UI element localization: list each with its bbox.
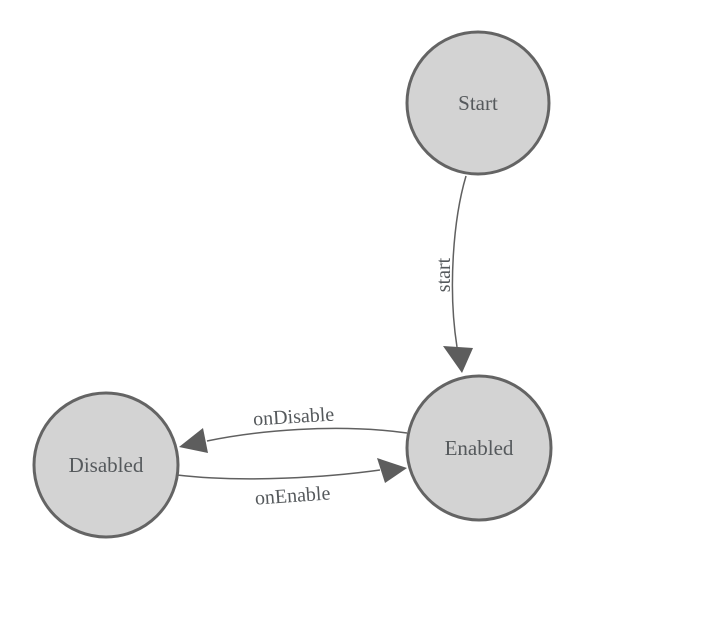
state-node-disabled: Disabled: [32, 391, 180, 539]
edge-disabled-to-enabled: onEnable: [176, 458, 407, 510]
node-circle-enabled: [405, 374, 553, 522]
node-label-start: Start: [458, 91, 498, 115]
node-label-disabled: Disabled: [69, 453, 144, 477]
edge-start-to-enabled: start: [433, 175, 473, 373]
edge-label-start: start: [433, 257, 455, 292]
node-circle-start: [405, 30, 551, 176]
node-circle-disabled: [32, 391, 180, 539]
edge-line-start-to-enabled: [451, 175, 467, 348]
edge-line-disabled-to-enabled: [176, 469, 381, 480]
arrowhead-down-icon: [443, 346, 473, 373]
state-node-start: Start: [405, 30, 551, 176]
state-node-enabled: Enabled: [405, 374, 553, 522]
arrowhead-left-icon: [179, 428, 208, 453]
edge-enabled-to-disabled: onDisable: [179, 404, 408, 453]
arrowhead-right-icon: [377, 458, 407, 483]
edge-label-ondisable: onDisable: [252, 404, 334, 431]
edge-label-onenable: onEnable: [254, 482, 331, 509]
edge-line-enabled-to-disabled: [206, 427, 408, 442]
node-label-enabled: Enabled: [445, 436, 514, 460]
